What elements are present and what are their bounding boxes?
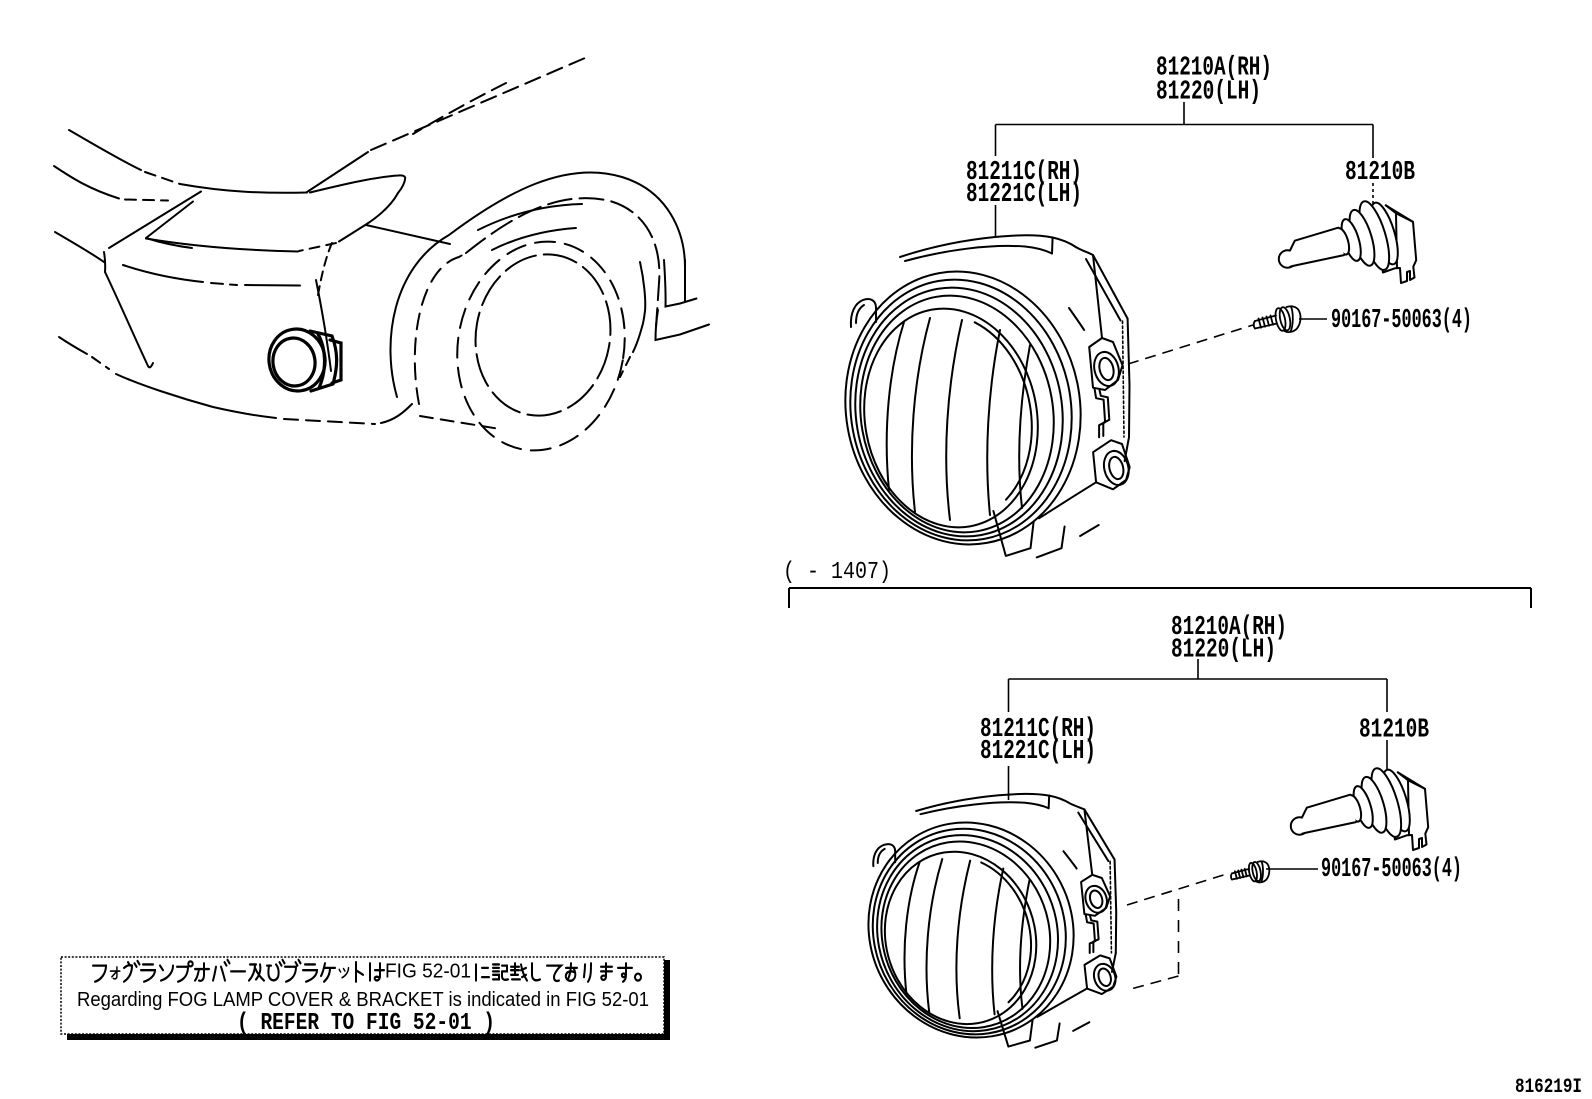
- svg-text:81210B: 81210B: [1345, 158, 1415, 188]
- svg-text:81210B: 81210B: [1359, 716, 1429, 746]
- svg-text:81221C(LH): 81221C(LH): [980, 737, 1096, 767]
- svg-text:81211C(RH): 81211C(RH): [980, 715, 1096, 745]
- svg-text:81220(LH): 81220(LH): [1156, 78, 1261, 108]
- svg-text:( - 1407): ( - 1407): [783, 559, 891, 586]
- svg-text:( REFER TO FIG 52-01 ): ( REFER TO FIG 52-01 ): [237, 1010, 495, 1037]
- svg-text:81221C(LH): 81221C(LH): [966, 180, 1082, 210]
- svg-text:90167-50063(4): 90167-50063(4): [1331, 306, 1472, 336]
- svg-text:90167-50063(4): 90167-50063(4): [1321, 855, 1462, 885]
- svg-text:81220(LH): 81220(LH): [1171, 636, 1276, 666]
- svg-text:81210A(RH): 81210A(RH): [1171, 613, 1287, 643]
- svg-text:FIG 52-01: FIG 52-01: [385, 960, 471, 983]
- svg-text:81210A(RH): 81210A(RH): [1156, 54, 1272, 84]
- svg-text:81211C(RH): 81211C(RH): [966, 158, 1082, 188]
- svg-text:816219I: 816219I: [1515, 1076, 1582, 1099]
- svg-text:Regarding FOG LAMP COVER & BRA: Regarding FOG LAMP COVER & BRACKET is in…: [77, 988, 649, 1011]
